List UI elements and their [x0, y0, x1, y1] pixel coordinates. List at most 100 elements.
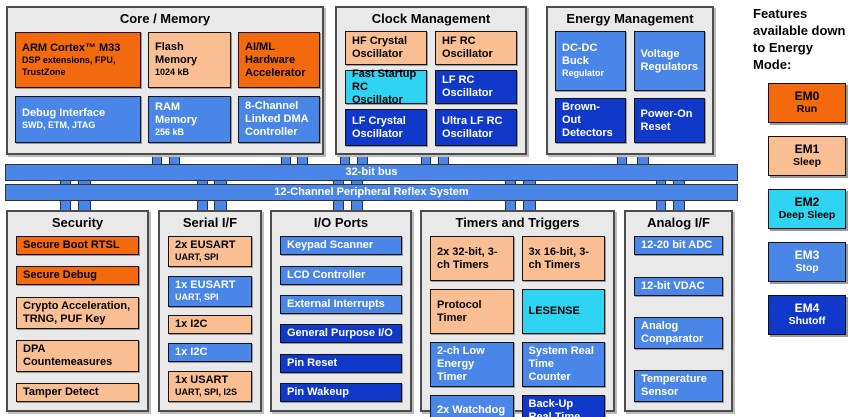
block-title: 1x I2C: [175, 346, 208, 359]
block-keypad-scanner: Keypad Scanner: [280, 236, 402, 256]
block-system-real-time-counter: System Real Time Counter: [521, 342, 605, 387]
bus-connector: [281, 152, 291, 166]
block-lesense: LESENSE: [521, 289, 605, 335]
block-2x-watchdog-timer: 2x Watchdog Timer: [430, 394, 514, 417]
section-title: Serial I/F: [182, 215, 238, 230]
block-lf-crystal-oscillator: LF Crystal Oscillator: [345, 109, 427, 147]
section-title: Energy Management: [566, 11, 694, 26]
block-subtitle: 1024 kB: [155, 67, 190, 78]
bus-peripheral-reflex: 12-Channel Peripheral Reflex System: [5, 184, 738, 201]
block-subtitle: 256 kB: [155, 126, 185, 137]
energy-mode-name: EM4: [794, 301, 820, 316]
block-title: General Purpose I/O: [287, 327, 393, 340]
block-title: Secure Boot RTSL: [23, 239, 120, 252]
block-protocol-timer: Protocol Timer: [430, 289, 514, 335]
bus-connector: [421, 152, 431, 166]
bus-connector: [340, 152, 350, 166]
block-title: Debug Interface: [22, 107, 106, 120]
block-subtitle: UART, SPI, I2S: [175, 387, 238, 398]
bus-32bit: 32-bit bus: [5, 164, 738, 181]
block-8-channel-linked-dma-controller: 8-Channel Linked DMA Controller: [238, 96, 320, 144]
block-title: 12-20 bit ADC: [641, 239, 713, 252]
section-title: Clock Management: [371, 11, 491, 26]
section-title: Core / Memory: [119, 11, 211, 26]
block-title: Flash Memory: [155, 41, 198, 67]
legend-title: Features available down to Energy Mode:: [753, 6, 846, 72]
block-title: 1x EUSART: [175, 278, 236, 291]
block-title: 12-bit VDAC: [641, 279, 705, 292]
block-3x-16-bit-3-ch-timers: 3x 16-bit, 3-ch Timers: [521, 236, 605, 282]
energy-mode-label: Stop: [795, 262, 819, 275]
block-title: RAM Memory: [155, 100, 198, 126]
block-voltage-regulators: Voltage Regulators: [633, 31, 705, 92]
energy-mode-label: Sleep: [792, 156, 821, 169]
section-title: Security: [51, 215, 104, 230]
block-title: AI/ML Hardware Accelerator: [245, 40, 306, 79]
block-pin-reset: Pin Reset: [280, 353, 402, 373]
block-title: Keypad Scanner: [287, 239, 374, 252]
block-title: Back-Up Real Time Counter: [528, 397, 581, 417]
block-title: Tamper Detect: [23, 386, 99, 398]
section-timers-triggers: Timers and Triggers 2x 32-bit, 3-ch Time…: [420, 210, 615, 417]
block-title: 1x I2C: [175, 318, 208, 331]
block-title: Power-On Reset: [640, 107, 693, 133]
bus-32bit-label: 32-bit bus: [345, 166, 398, 178]
section-blocks: 2x 32-bit, 3-ch Timers 3x 16-bit, 3-ch Ti…: [422, 232, 613, 417]
bus-connector: [152, 152, 162, 166]
block-general-purpose-i-o: General Purpose I/O: [280, 324, 402, 344]
block-12-20-bit-adc: 12-20 bit ADC: [634, 236, 723, 256]
block-lf-rc-oscillator: LF RC Oscillator: [435, 70, 517, 105]
energy-mode-legend: Features available down to Energy Mode: …: [753, 6, 846, 335]
section-title: Analog I/F: [647, 215, 710, 230]
energy-mode-label: Shutoff: [788, 315, 826, 328]
block-title: Crypto Acceleration, TRNG, PUF Key: [23, 299, 131, 325]
block-title: Temperature Sensor: [641, 373, 707, 399]
block-12-bit-vdac: 12-bit VDAC: [634, 276, 723, 296]
block-1x-i2c: 1x I2C: [168, 315, 252, 335]
block-title: LESENSE: [528, 305, 580, 318]
bus-connector: [617, 152, 627, 166]
block-title: HF Crystal Oscillator: [352, 35, 408, 61]
block-2x-32-bit-3-ch-timers: 2x 32-bit, 3-ch Timers: [430, 236, 514, 282]
block-title: 2-ch Low Energy Timer: [437, 345, 485, 383]
section-title: Timers and Triggers: [455, 215, 580, 230]
energy-mode-name: EM1: [794, 142, 820, 157]
block-hf-crystal-oscillator: HF Crystal Oscillator: [345, 31, 427, 66]
block-subtitle: UART, SPI: [175, 252, 219, 263]
block-title: 1x USART: [175, 374, 229, 387]
bus-connector: [438, 152, 449, 166]
section-analog-if: Analog I/F 12-20 bit ADC 12-bit VDAC Analo…: [624, 210, 733, 412]
energy-mode-name: EM0: [794, 89, 820, 104]
block-dpa-countemeasures: DPA Countemeasures: [16, 339, 139, 372]
energy-mode-name: EM3: [794, 248, 820, 263]
block-title: LF RC Oscillator: [442, 74, 493, 100]
block-title: 3x 16-bit, 3-ch Timers: [528, 245, 590, 271]
block-ultra-lf-rc-oscillator: Ultra LF RC Oscillator: [435, 109, 517, 147]
block-title: System Real Time Counter: [528, 345, 594, 383]
section-blocks: 12-20 bit ADC 12-bit VDAC Analog Comparato…: [626, 232, 731, 410]
block-title: ARM Cortex™ M33: [22, 42, 121, 55]
block-title: Ultra LF RC Oscillator: [442, 114, 503, 140]
block-title: 2x Watchdog Timer: [437, 404, 506, 417]
block-analog-comparator: Analog Comparator: [634, 316, 723, 349]
block-brown-out-detectors: Brown-Out Detectors: [555, 98, 626, 144]
block-secure-debug: Secure Debug: [16, 266, 139, 286]
block-crypto-acceleration-trng-puf-key: Crypto Acceleration, TRNG, PUF Key: [16, 296, 139, 329]
block-hf-rc-oscillator: HF RC Oscillator: [435, 31, 517, 66]
block-fast-startup-rc-oscillator: Fast Startup RC Oscillator: [345, 68, 427, 106]
